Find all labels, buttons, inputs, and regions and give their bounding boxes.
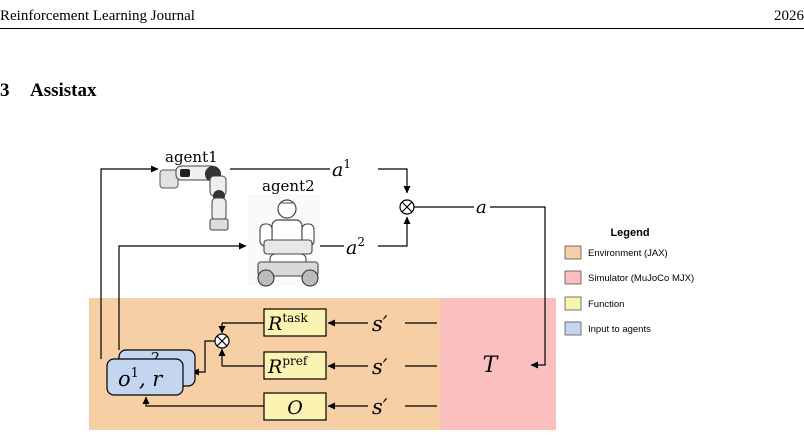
agent2-label: agent2 (262, 177, 315, 195)
action1-arrow (378, 168, 411, 194)
agent1-input-box (106, 358, 184, 396)
r-pref-box (263, 351, 327, 380)
feedback-agent1-arrow (100, 165, 159, 359)
section-heading: 3 Assistax (0, 80, 97, 102)
action1-label: a1 (332, 157, 351, 181)
legend: Legend Environment (JAX) Simulator (MuJo… (564, 227, 694, 336)
feedback-agent2-arrow (118, 242, 247, 350)
agent1-label: agent1 (165, 148, 218, 166)
joint-action-arrow (490, 206, 546, 369)
observation-label: O (287, 397, 303, 419)
r-task-label: Rtask (267, 311, 308, 335)
journal-name: Reinforcement Learning Journal (0, 8, 195, 24)
legend-swatch-environment (564, 245, 582, 260)
robot-arm-icon (159, 165, 229, 231)
observation-box (263, 392, 327, 421)
humanoid-wheelchair-icon (248, 194, 320, 287)
action2-arrow (378, 216, 411, 247)
reward-to-input-arrow (191, 340, 215, 376)
legend-label-function: Function (588, 299, 624, 310)
s-prime-label-obs: s′ (372, 395, 388, 419)
legend-swatch-input (564, 321, 582, 336)
action2-label: a2 (346, 235, 365, 259)
transition-label: T (483, 353, 500, 378)
simulator-region (440, 298, 556, 430)
observation-to-input-arrow (142, 396, 264, 407)
journal-year: 2026 (774, 8, 804, 24)
legend-swatch-simulator (564, 270, 582, 285)
legend-swatch-function (564, 296, 582, 311)
section-number: 3 (0, 80, 10, 101)
legend-title: Legend (610, 227, 649, 239)
running-head: Reinforcement Learning Journal 2026 (0, 8, 804, 29)
s-prime-label-pref: s′ (372, 355, 388, 379)
section-title: Assistax (30, 80, 97, 101)
agent2-input-index: 2 (149, 349, 160, 367)
legend-label-environment: Environment (JAX) (588, 248, 668, 259)
joint-action-label: a (476, 197, 487, 218)
agent1-input-label: o1, r (118, 366, 164, 391)
legend-label-input: Input to agents (588, 324, 651, 335)
legend-label-simulator: Simulator (MuJoCo MJX) (588, 273, 694, 284)
s-prime-label-task: s′ (372, 312, 388, 336)
r-pref-label: Rpref (267, 354, 309, 378)
